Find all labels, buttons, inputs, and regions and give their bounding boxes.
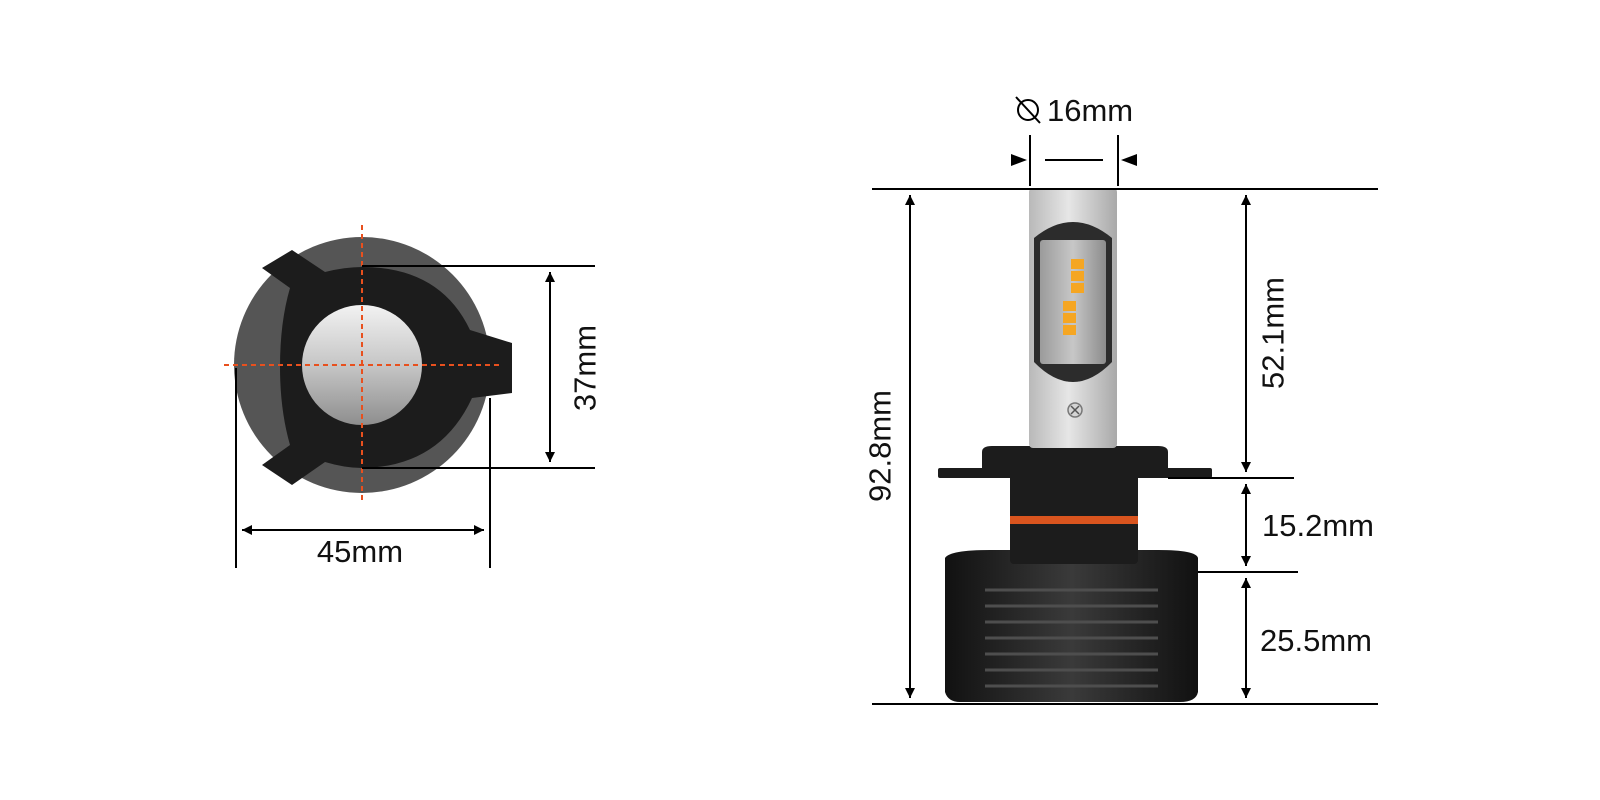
width-label: 45mm xyxy=(317,534,403,569)
side-view: 16mm 92.8mm 52.1mm 15.2mm 25.5mm xyxy=(863,93,1378,705)
led-chip-upper xyxy=(1071,259,1084,293)
screw-icon xyxy=(1067,402,1083,418)
upper-label: 52.1mm xyxy=(1256,277,1291,389)
diameter-icon xyxy=(1015,96,1041,124)
total-height-label: 92.8mm xyxy=(863,390,898,502)
heat-sink-fins xyxy=(985,588,1158,688)
top-view: 37mm 45mm xyxy=(224,225,603,569)
led-chip-lower xyxy=(1063,301,1076,335)
flange-top xyxy=(982,446,1168,470)
middle-label: 15.2mm xyxy=(1262,508,1374,543)
diameter-arrow-right xyxy=(1121,154,1137,166)
flange-plate xyxy=(938,468,1212,478)
height-label: 37mm xyxy=(568,325,603,411)
lower-label: 25.5mm xyxy=(1260,623,1372,658)
diameter-arrow-left xyxy=(1011,154,1027,166)
diameter-label: 16mm xyxy=(1047,93,1133,128)
seal-ring xyxy=(1010,516,1138,524)
heat-sink xyxy=(945,550,1198,702)
